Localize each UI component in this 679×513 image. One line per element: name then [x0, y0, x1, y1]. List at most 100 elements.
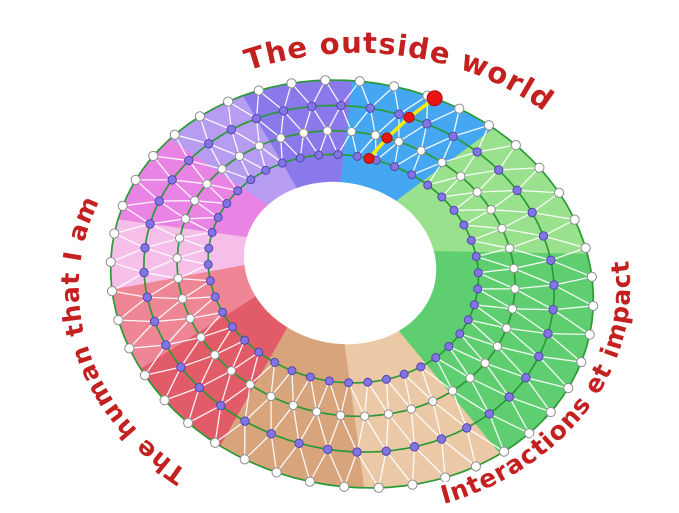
purple-node[interactable] — [154, 196, 164, 206]
purple-node[interactable] — [314, 150, 324, 160]
purple-node[interactable] — [469, 300, 479, 310]
purple-node[interactable] — [246, 175, 256, 185]
white-node[interactable] — [320, 75, 331, 86]
white-node[interactable] — [470, 461, 481, 472]
purple-node[interactable] — [422, 119, 432, 129]
purple-node[interactable] — [543, 328, 553, 339]
white-node[interactable] — [510, 140, 521, 151]
purple-node[interactable] — [399, 369, 409, 379]
white-node[interactable] — [196, 332, 206, 343]
purple-node[interactable] — [473, 268, 483, 278]
purple-node[interactable] — [204, 243, 214, 253]
white-node[interactable] — [304, 476, 316, 487]
purple-node[interactable] — [504, 392, 514, 402]
white-node[interactable] — [253, 85, 264, 96]
white-node[interactable] — [339, 481, 350, 492]
purple-node[interactable] — [512, 185, 522, 196]
purple-node[interactable] — [365, 103, 375, 113]
white-node[interactable] — [254, 141, 265, 151]
white-node[interactable] — [105, 256, 116, 268]
white-node[interactable] — [298, 128, 309, 138]
white-node[interactable] — [173, 273, 183, 284]
white-node[interactable] — [177, 294, 188, 304]
purple-node[interactable] — [140, 243, 150, 253]
purple-node[interactable] — [363, 377, 373, 387]
purple-node[interactable] — [463, 315, 473, 325]
white-node[interactable] — [117, 200, 128, 212]
purple-node[interactable] — [437, 192, 447, 202]
white-node[interactable] — [507, 304, 518, 314]
white-node[interactable] — [406, 404, 416, 414]
white-node[interactable] — [169, 129, 180, 140]
purple-node[interactable] — [227, 322, 237, 332]
purple-node[interactable] — [213, 213, 223, 223]
purple-node[interactable] — [323, 444, 333, 455]
purple-node[interactable] — [336, 100, 346, 111]
white-node[interactable] — [217, 164, 227, 174]
purple-node[interactable] — [167, 175, 177, 185]
white-node[interactable] — [210, 437, 221, 448]
white-node[interactable] — [472, 187, 482, 197]
purple-node[interactable] — [494, 165, 504, 175]
white-node[interactable] — [180, 214, 191, 224]
white-node[interactable] — [437, 157, 447, 168]
purple-node[interactable] — [534, 351, 544, 362]
purple-node[interactable] — [407, 170, 417, 180]
purple-node[interactable] — [449, 205, 459, 215]
white-node[interactable] — [545, 406, 556, 418]
white-node[interactable] — [276, 133, 286, 143]
purple-node[interactable] — [521, 372, 531, 383]
white-node[interactable] — [202, 179, 212, 189]
purple-node[interactable] — [444, 341, 454, 351]
purple-node[interactable] — [226, 124, 237, 135]
white-node[interactable] — [510, 284, 520, 294]
purple-node[interactable] — [204, 139, 214, 149]
white-node[interactable] — [416, 146, 426, 156]
white-node[interactable] — [407, 479, 418, 490]
white-node[interactable] — [465, 373, 475, 383]
purple-node[interactable] — [149, 316, 160, 327]
white-node[interactable] — [185, 313, 195, 324]
purple-node[interactable] — [270, 357, 280, 367]
purple-node[interactable] — [324, 376, 334, 386]
purple-node[interactable] — [254, 347, 264, 357]
white-node[interactable] — [576, 356, 587, 368]
purple-node[interactable] — [436, 434, 447, 444]
purple-node[interactable] — [287, 366, 297, 376]
white-node[interactable] — [359, 411, 370, 421]
purple-node[interactable] — [394, 109, 404, 119]
white-node[interactable] — [288, 400, 298, 411]
white-node[interactable] — [498, 446, 510, 457]
white-node[interactable] — [139, 370, 151, 381]
white-node[interactable] — [373, 482, 384, 493]
purple-node[interactable] — [461, 423, 472, 433]
white-node[interactable] — [159, 395, 170, 406]
white-node[interactable] — [106, 286, 118, 297]
purple-node[interactable] — [455, 329, 465, 339]
purple-node[interactable] — [145, 219, 155, 229]
white-node[interactable] — [447, 386, 458, 396]
white-node[interactable] — [223, 96, 234, 107]
white-node[interactable] — [266, 391, 276, 402]
purple-node[interactable] — [381, 446, 391, 456]
white-node[interactable] — [394, 136, 404, 147]
purple-node[interactable] — [222, 199, 232, 209]
white-node[interactable] — [234, 151, 245, 161]
white-node[interactable] — [172, 253, 182, 263]
purple-node[interactable] — [344, 378, 354, 388]
purple-node[interactable] — [278, 106, 289, 116]
white-node[interactable] — [497, 223, 507, 234]
purple-node[interactable] — [261, 165, 271, 175]
purple-node[interactable] — [472, 147, 482, 157]
white-node[interactable] — [148, 150, 159, 162]
white-node[interactable] — [286, 78, 297, 89]
white-node[interactable] — [130, 174, 141, 185]
purple-node[interactable] — [139, 267, 149, 278]
purple-node[interactable] — [266, 429, 276, 439]
purple-node[interactable] — [203, 259, 213, 269]
purple-node[interactable] — [423, 180, 433, 190]
purple-node[interactable] — [459, 220, 469, 230]
white-node[interactable] — [563, 383, 574, 394]
highlight-node[interactable] — [403, 111, 415, 123]
white-node[interactable] — [553, 187, 565, 198]
